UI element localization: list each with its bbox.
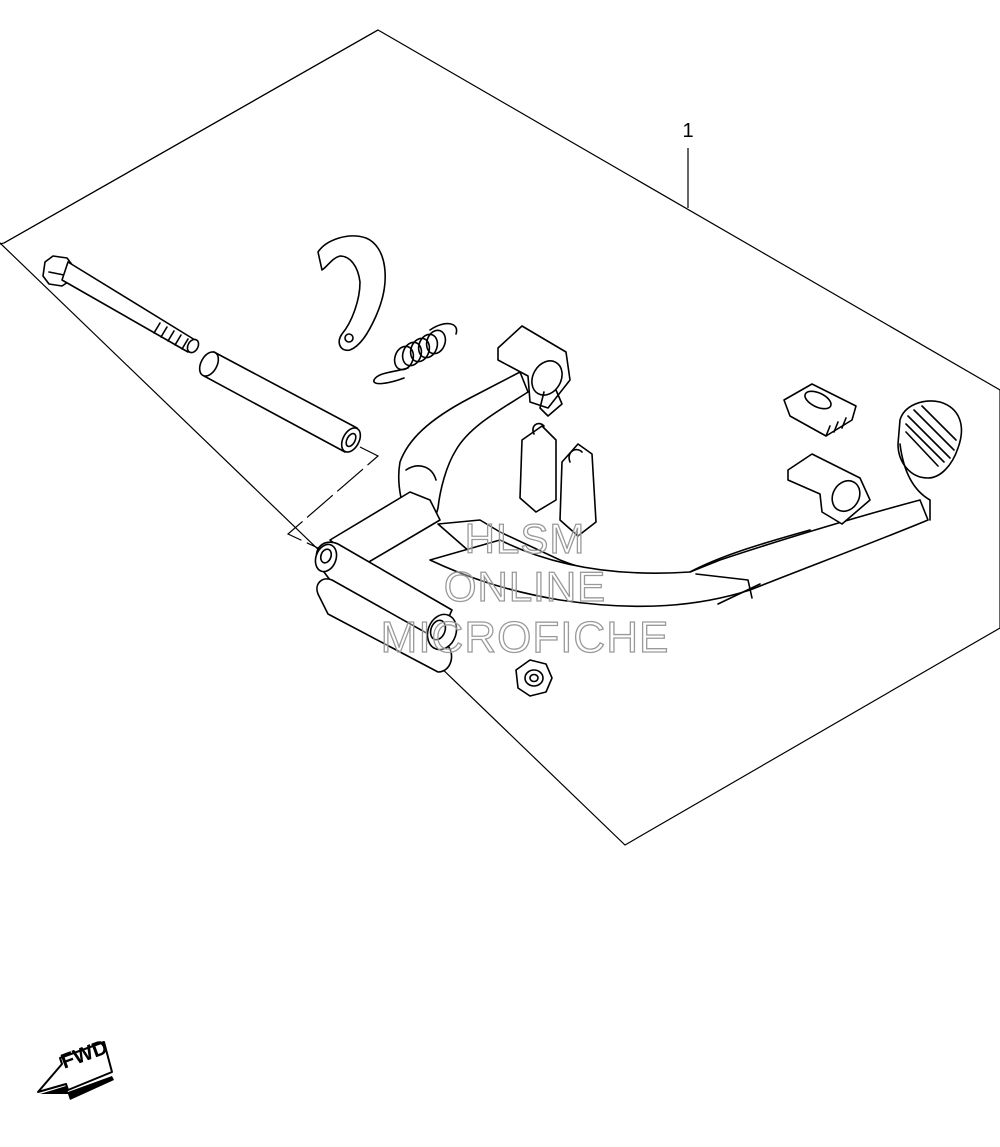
- assembly-dashline: [286, 446, 380, 549]
- stopper-rubber: [783, 383, 857, 437]
- watermark-line-1: HLSM: [464, 515, 586, 562]
- center-stand: [314, 325, 963, 673]
- collar-tube: [198, 351, 362, 453]
- watermark-line-3: MICROFICHE: [380, 613, 670, 662]
- bolt: [42, 255, 200, 354]
- coil-spring: [373, 322, 458, 385]
- watermark-line-2: ONLINE: [443, 563, 607, 610]
- kit-boundary: [0, 29, 1000, 846]
- flange-nut: [515, 659, 553, 697]
- callout-number: 1: [682, 120, 694, 142]
- forward-arrow-icon: [37, 1041, 114, 1100]
- spring-hook: [317, 235, 386, 352]
